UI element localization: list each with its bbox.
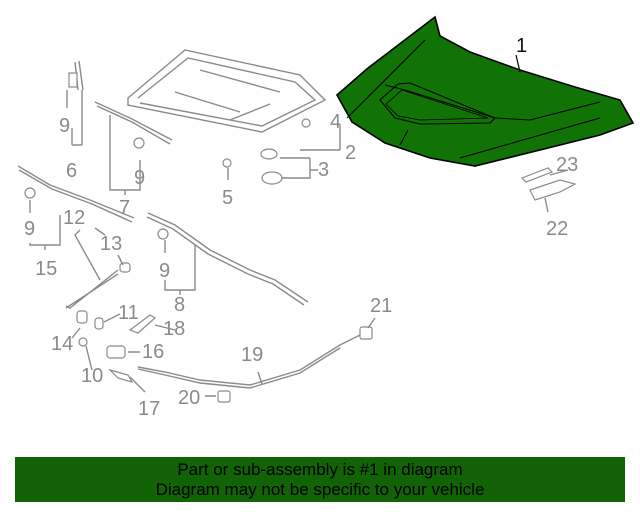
callout-21[interactable]: 21 [370,295,392,317]
callout-4[interactable]: 4 [330,111,341,133]
callout-1[interactable]: 1 [516,35,527,57]
callout-3[interactable]: 3 [318,159,329,181]
callout-2[interactable]: 2 [345,142,356,164]
banner-line-1: Part or sub-assembly is #1 in diagram [177,460,463,479]
callout-16[interactable]: 16 [142,341,164,363]
callout-9a[interactable]: 9 [59,115,70,137]
callout-20[interactable]: 20 [178,387,200,409]
callout-11[interactable]: 11 [118,302,139,324]
callout-17[interactable]: 17 [138,398,160,420]
callout-18[interactable]: 18 [163,318,185,340]
callout-13[interactable]: 13 [100,233,122,255]
callout-10[interactable]: 10 [81,365,103,387]
weatherstrip-7 [94,101,173,145]
hood-frame-drawing [127,49,327,133]
leader-lines [29,90,569,397]
callout-23[interactable]: 23 [556,154,578,176]
banner-line-2: Diagram may not be specific to your vehi… [155,480,485,499]
hood-part-1 [335,15,635,167]
callout-8[interactable]: 8 [174,294,185,316]
info-banner: Part or sub-assembly is #1 in diagram Di… [15,457,625,502]
callout-9c[interactable]: 9 [24,218,35,240]
callout-9d[interactable]: 9 [159,260,170,282]
weatherstrip-15 [17,165,135,223]
callout-9b[interactable]: 9 [134,167,145,189]
callout-15[interactable]: 15 [35,258,57,280]
support-rod [65,269,119,309]
callout-19[interactable]: 19 [241,344,263,366]
small-parts [24,72,577,403]
callout-12[interactable]: 12 [63,207,85,229]
callout-22[interactable]: 22 [546,218,568,240]
weatherstrip-8 [146,212,309,306]
callout-5[interactable]: 5 [222,187,233,209]
callout-7[interactable]: 7 [119,197,130,219]
callout-14[interactable]: 14 [51,333,73,355]
release-cable [137,334,361,389]
callout-6[interactable]: 6 [66,160,77,182]
